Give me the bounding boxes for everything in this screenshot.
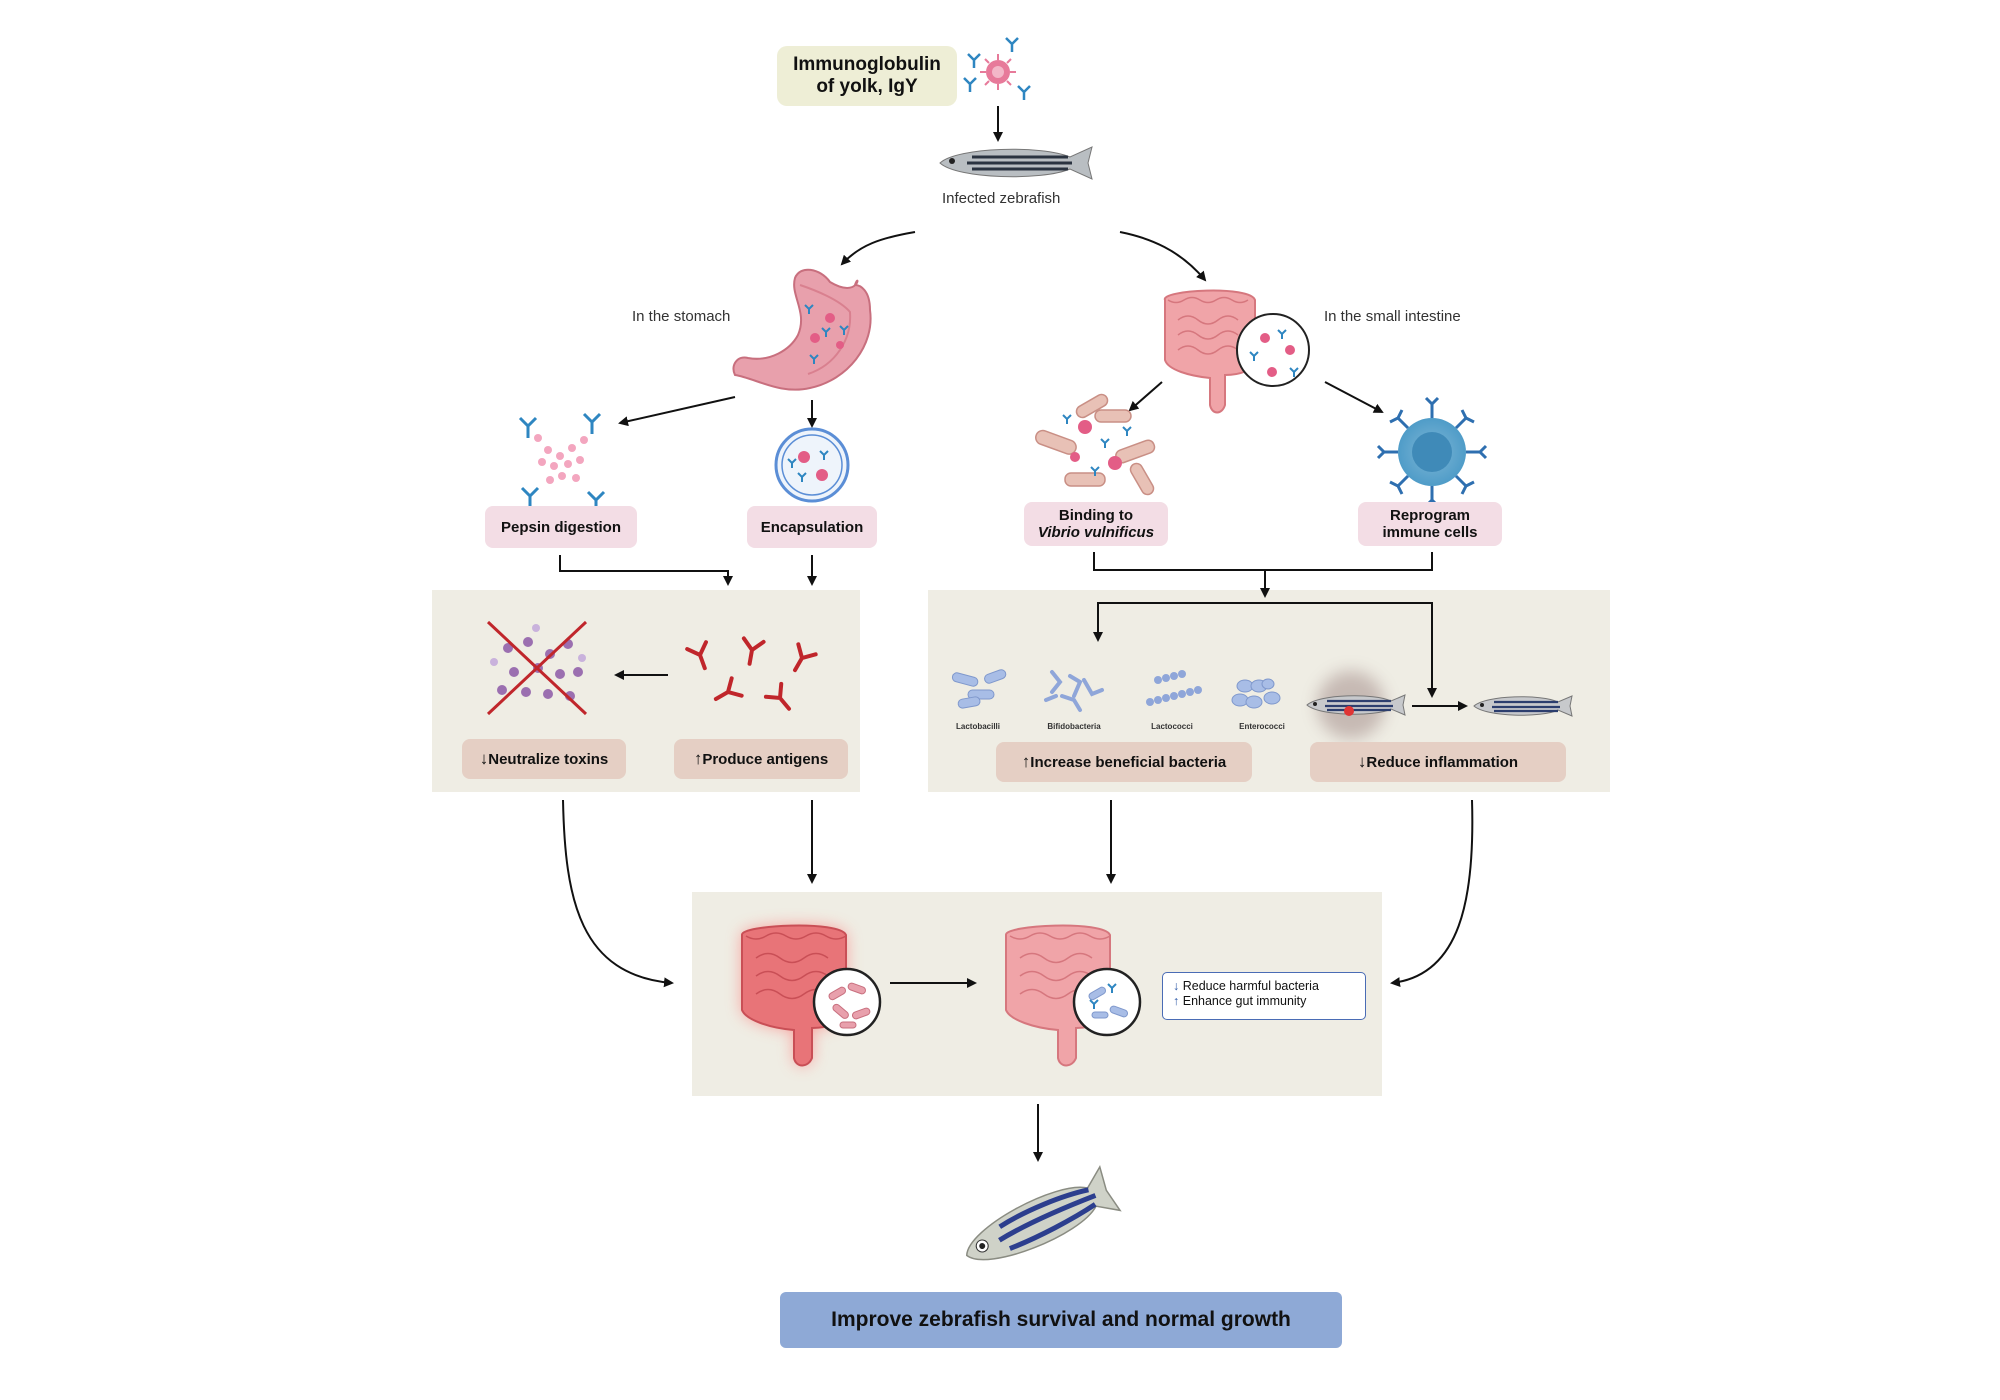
igy-source-box: Immunoglobulin of yolk, IgY — [777, 46, 957, 106]
bacteria-label-bifidobacteria: Bifidobacteria — [1047, 722, 1101, 731]
bacteria-label-lactobacilli: Lactobacilli — [955, 722, 1001, 731]
healthy-zebrafish-small-icon — [1473, 695, 1573, 717]
reduce-inflammation-box: ↓ Reduce inflammation — [1310, 742, 1566, 782]
reduce-inflammation-label: Reduce inflammation — [1366, 753, 1519, 771]
healthy-gut-icon — [1004, 924, 1142, 1067]
neutralize-toxins-label: Neutralize toxins — [488, 750, 609, 768]
lactococci-icon — [1146, 670, 1202, 706]
bacteria-label-lactococci: Lactococci — [1151, 722, 1193, 731]
igy-source-line2: of yolk, IgY — [816, 76, 918, 97]
up-arrow-icon: ↑ — [1173, 994, 1180, 1008]
encapsulation-icon — [774, 427, 850, 503]
down-arrow-icon: ↓ — [1357, 752, 1367, 771]
binding-vibrio-line1: Binding to — [1058, 507, 1134, 524]
immune-cell-icon — [1376, 396, 1488, 508]
stomach-icon — [732, 268, 872, 391]
igy-source-line1: Immunoglobulin — [793, 54, 941, 75]
produce-antigens-box: ↑ Produce antigens — [674, 739, 848, 779]
stomach-label: In the stomach — [632, 308, 731, 325]
gut-outcome-box: ↓ Reduce harmful bacteria ↑ Enhance gut … — [1162, 972, 1366, 1020]
bifidobacteria-icon — [1044, 670, 1104, 712]
binding-vibrio-line2: Vibrio vulnificus — [1037, 524, 1155, 541]
binding-vibrio-box: Binding to Vibrio vulnificus — [1024, 502, 1168, 546]
bacteria-label-enterococci: Enterococci — [1239, 722, 1285, 731]
antigens-icon — [685, 636, 818, 711]
reduce-harmful-label: Reduce harmful bacteria — [1182, 979, 1319, 993]
inflamed-zebrafish-icon — [1306, 671, 1406, 739]
gut-outcome-line1-row: ↓ Reduce harmful bacteria — [1173, 979, 1355, 994]
enhance-immunity-label: Enhance gut immunity — [1182, 994, 1307, 1008]
encapsulation-box: Encapsulation — [747, 506, 877, 548]
down-arrow-icon: ↓ — [479, 749, 489, 768]
produce-antigens-label: Produce antigens — [702, 750, 829, 768]
pepsin-digestion-box: Pepsin digestion — [485, 506, 637, 548]
outcome-box: Improve zebrafish survival and normal gr… — [780, 1292, 1342, 1348]
small-intestine-icon — [1163, 289, 1310, 414]
intestine-label: In the small intestine — [1324, 308, 1461, 325]
igy-virus-icon — [963, 37, 1031, 100]
increase-beneficial-label: Increase beneficial bacteria — [1030, 753, 1227, 771]
healthy-zebrafish-icon — [965, 1164, 1122, 1261]
lactobacilli-icon — [951, 669, 1007, 709]
enterococci-icon — [1231, 678, 1281, 709]
up-arrow-icon: ↑ — [1021, 752, 1031, 771]
toxins-neutralized-icon — [486, 620, 588, 716]
encapsulation-label: Encapsulation — [760, 518, 864, 536]
inflamed-gut-icon — [740, 924, 882, 1067]
up-arrow-icon: ↑ — [693, 749, 703, 768]
outcome-label: Improve zebrafish survival and normal gr… — [831, 1308, 1291, 1331]
zebrafish-top-icon — [939, 146, 1093, 180]
gut-outcome-line2-row: ↑ Enhance gut immunity — [1173, 994, 1355, 1009]
reprogram-immune-line2: immune cells — [1382, 524, 1478, 541]
reprogram-immune-line1: Reprogram — [1389, 507, 1471, 524]
pepsin-digestion-icon — [518, 412, 606, 512]
pepsin-digestion-label: Pepsin digestion — [500, 518, 621, 536]
increase-beneficial-box: ↑ Increase beneficial bacteria — [996, 742, 1252, 782]
vibrio-binding-icon — [1035, 393, 1156, 496]
infected-zebrafish-label: Infected zebrafish — [942, 190, 1061, 207]
reprogram-immune-box: Reprogram immune cells — [1358, 502, 1502, 546]
down-arrow-icon: ↓ — [1173, 979, 1180, 993]
neutralize-toxins-box: ↓ Neutralize toxins — [462, 739, 626, 779]
